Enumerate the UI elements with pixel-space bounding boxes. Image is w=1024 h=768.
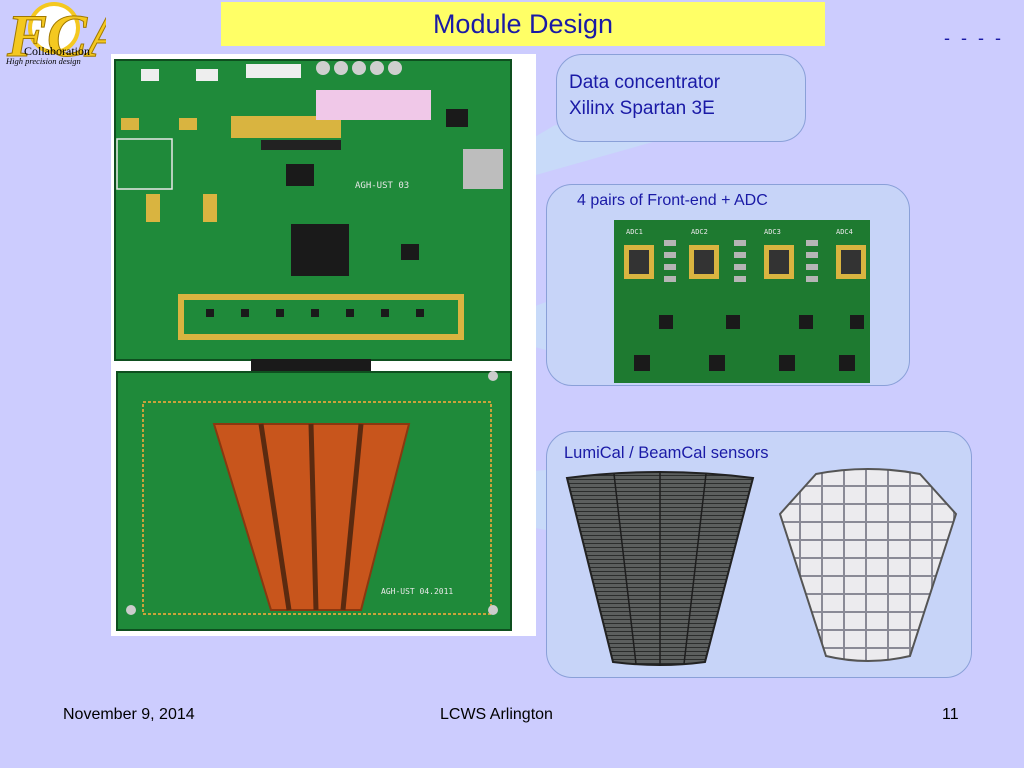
footer-date: November 9, 2014	[63, 706, 195, 723]
logo-collaboration-text: Collaboration	[24, 44, 90, 58]
slide-title: Module Design	[432, 9, 614, 39]
adc-chips	[624, 245, 866, 279]
lower-board-label: AGH-UST 04.2011	[381, 587, 453, 596]
front-end-photo: ADC1 ADC2 ADC3 ADC4	[614, 220, 870, 383]
lumical-sensor-photo	[565, 468, 755, 666]
logo-tagline: High precision design	[6, 56, 81, 66]
pcb-silkscreen-box	[116, 138, 173, 190]
front-end-frame	[178, 294, 464, 340]
callout-data-concentrator-chip: Xilinx Spartan 3E	[569, 98, 715, 119]
footer-event: LCWS Arlington	[440, 706, 553, 723]
connector-labels-sticker	[316, 90, 431, 120]
lemo-connectors	[316, 61, 402, 75]
gold-connector-strip	[231, 116, 341, 138]
footer-page-number: 11	[942, 706, 959, 723]
sd-card-slot	[463, 149, 503, 189]
upper-board-label: AGH-UST 03	[355, 181, 409, 191]
callout-data-concentrator	[556, 54, 806, 142]
fpga-chip	[291, 224, 349, 276]
board-connector	[251, 359, 371, 373]
adc-label-4: ADC4	[836, 228, 853, 236]
beamcal-sensor-shape	[778, 468, 958, 662]
passive-components	[664, 240, 818, 282]
corner-marks: - - - -	[944, 28, 1004, 48]
adc-label-2: ADC2	[691, 228, 708, 236]
module-board-photo: AGH-UST 03 AGH-UST 04.2011	[111, 54, 536, 636]
callout-sensors-label: LumiCal / BeamCal sensors	[564, 444, 769, 462]
callout-data-concentrator-title: Data concentrator	[569, 72, 721, 93]
beamcal-sensor-photo	[778, 468, 958, 664]
adc-label-1: ADC1	[626, 228, 643, 236]
adc-label-3: ADC3	[764, 228, 781, 236]
title-bar: Module Design	[221, 2, 825, 46]
callout-front-end-label: 4 pairs of Front-end + ADC	[577, 192, 768, 209]
